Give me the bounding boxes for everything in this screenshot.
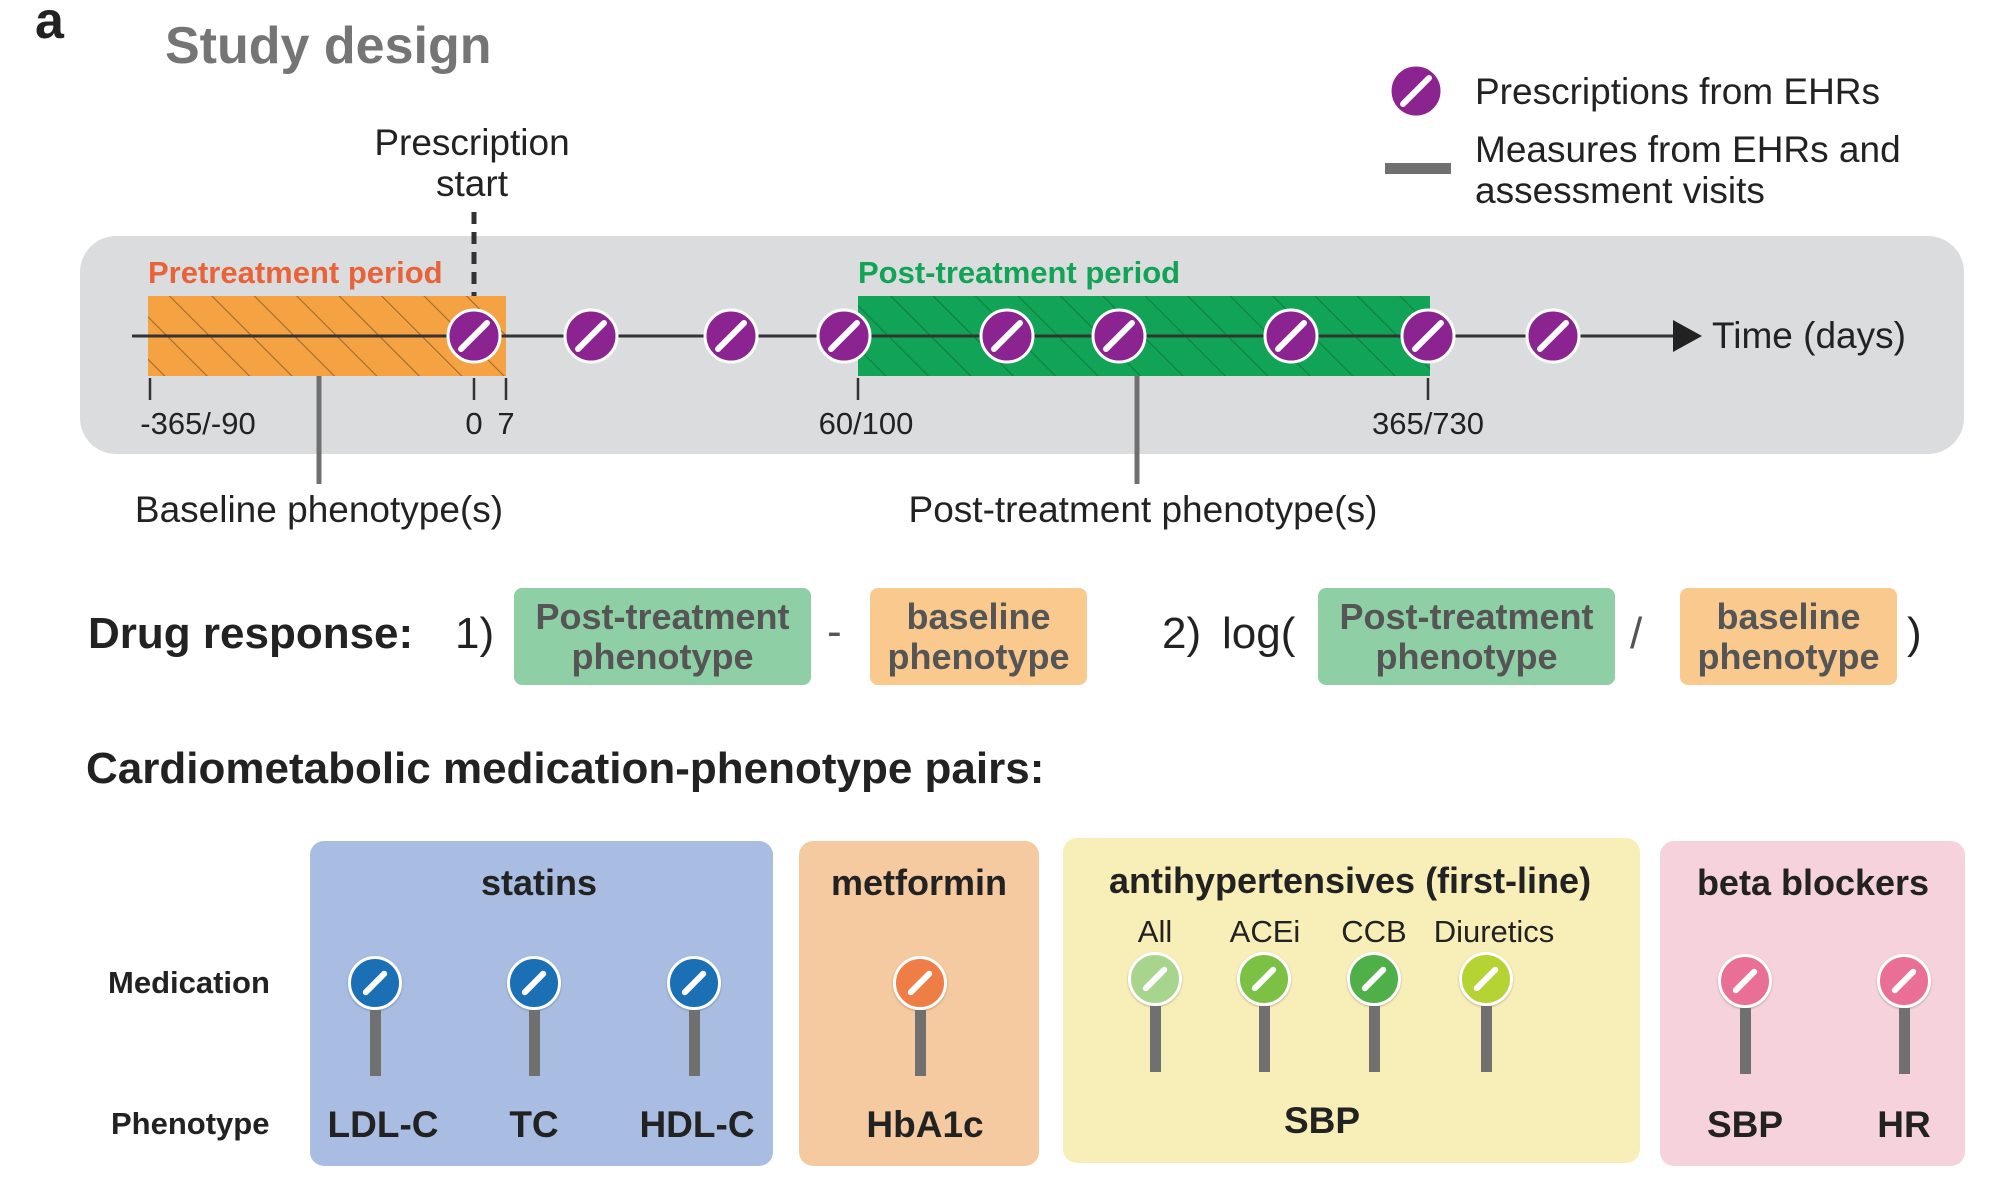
divide-sign: /	[1630, 609, 1643, 658]
phenotype-hba1c: HbA1c	[866, 1104, 984, 1145]
time-axis-arrow	[1673, 320, 1702, 352]
phenotype-hr: HR	[1877, 1104, 1931, 1145]
figure-title: Study design	[165, 17, 491, 75]
beta-blockers-title: beta blockers	[1696, 862, 1930, 903]
measure-link	[915, 1010, 926, 1076]
measure-legend-icon	[1385, 163, 1451, 174]
measure-link	[529, 1010, 540, 1076]
log-open: log(	[1222, 609, 1296, 658]
measure-link	[1150, 1006, 1161, 1072]
measure-link	[689, 1010, 700, 1076]
legend-measures-label-1: Measures from EHRs and	[1475, 129, 1901, 170]
posttreatment-phenotype-label: Post-treatment phenotype(s)	[909, 489, 1378, 530]
legend-measures-label-2: assessment visits	[1475, 170, 1765, 211]
tick-label-posttreatment-end: 365/730	[1372, 406, 1484, 441]
prescription-icon	[1265, 310, 1317, 362]
prescription-icon	[565, 310, 617, 362]
tick-label-zero: 0	[465, 406, 482, 441]
prescription-icon	[1402, 310, 1454, 362]
baseline-phenotype-label: Baseline phenotype(s)	[135, 489, 503, 530]
measure-link	[370, 1010, 381, 1076]
sub-label-acei: ACEi	[1229, 914, 1301, 949]
prescription-icon	[1527, 310, 1579, 362]
measure-link	[1369, 1006, 1380, 1072]
antihypertensive-acei-pin	[1237, 952, 1291, 1072]
pill-text: Post-treatment	[1339, 595, 1594, 637]
beta-blockers-medication-pin	[1877, 954, 1931, 1074]
prescription-start-label-1: Prescription	[374, 122, 569, 163]
panel-letter: a	[35, 0, 65, 50]
pill-text: Post-treatment	[535, 595, 790, 637]
tick-label-seven: 7	[497, 406, 514, 441]
sub-label-ccb: CCB	[1341, 914, 1407, 949]
formula-1-number: 1)	[455, 609, 495, 658]
statins-medication-pin	[667, 956, 721, 1076]
time-axis-label: Time (days)	[1712, 315, 1906, 356]
pill-text: phenotype	[1375, 635, 1558, 677]
sub-label-diuretics: Diuretics	[1433, 914, 1555, 949]
prescription-icon	[1093, 310, 1145, 362]
prescription-icon	[448, 310, 500, 362]
tick-label-posttreatment-start: 60/100	[819, 406, 914, 441]
measure-link	[1740, 1008, 1751, 1074]
medication-row-label: Medication	[108, 965, 270, 1000]
phenotype-sbp-antihypertensives: SBP	[1283, 1100, 1361, 1141]
statins-title: statins	[480, 862, 598, 903]
antihypertensives-title: antihypertensives (first-line)	[1108, 860, 1592, 901]
antihypertensive-diuretics-pin	[1459, 952, 1513, 1072]
phenotype-sbp-beta-blockers: SBP	[1706, 1104, 1784, 1145]
pill-text: baseline	[1716, 595, 1861, 637]
legend-prescriptions-label: Prescriptions from EHRs	[1475, 71, 1880, 112]
measure-link	[1259, 1006, 1270, 1072]
statins-medication-pin	[507, 956, 561, 1076]
measure-link	[1899, 1008, 1910, 1074]
prescription-icon	[818, 310, 870, 362]
pill-text: baseline	[906, 595, 1051, 637]
metformin-medication-pin	[893, 956, 947, 1076]
pairs-heading: Cardiometabolic medication-phenotype pai…	[86, 744, 1044, 793]
statins-medication-pin	[348, 956, 402, 1076]
legend: Prescriptions from EHRs Measures from EH…	[1385, 65, 1901, 211]
close-paren: )	[1907, 609, 1922, 658]
phenotype-row-label: Phenotype	[111, 1106, 270, 1141]
prescription-icon	[705, 310, 757, 362]
formula-2-number: 2)	[1162, 609, 1202, 658]
metformin-title: metformin	[830, 862, 1008, 903]
minus-sign: -	[827, 607, 842, 656]
antihypertensive-all-pin	[1128, 952, 1182, 1072]
pretreatment-label: Pretreatment period	[148, 255, 443, 290]
prescription-icon	[981, 310, 1033, 362]
beta-blockers-medication-pin	[1718, 954, 1772, 1074]
prescription-legend-icon	[1390, 65, 1442, 117]
sub-label-all: All	[1137, 914, 1173, 949]
phenotype-tc: TC	[509, 1104, 559, 1145]
pill-text: phenotype	[887, 635, 1070, 677]
tick-label-pretreatment-start: -365/-90	[140, 406, 255, 441]
pill-text: phenotype	[571, 635, 754, 677]
drug-response-label: Drug response:	[88, 609, 414, 658]
phenotype-ldl-c: LDL-C	[327, 1104, 439, 1145]
pill-text: phenotype	[1697, 635, 1880, 677]
posttreatment-label: Post-treatment period	[858, 255, 1180, 290]
measure-link	[1481, 1006, 1492, 1072]
antihypertensive-ccb-pin	[1347, 952, 1401, 1072]
phenotype-hdl-c: HDL-C	[639, 1104, 755, 1145]
prescription-start-label-2: start	[436, 163, 509, 204]
tick-marks	[148, 378, 1430, 400]
